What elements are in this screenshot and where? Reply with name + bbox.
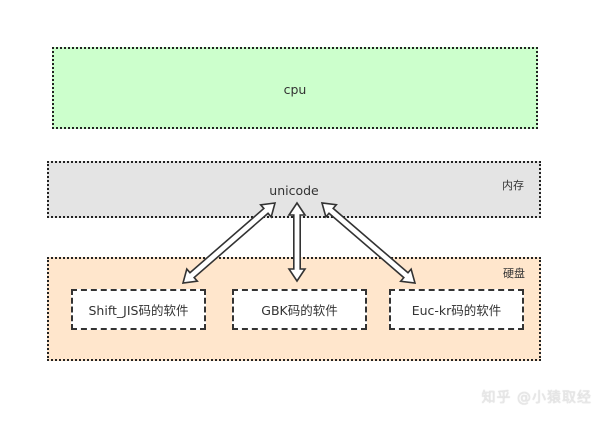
software-label: GBK码的软件 bbox=[261, 303, 338, 318]
software-box-gbk: GBK码的软件 bbox=[232, 289, 367, 330]
cpu-label: cpu bbox=[283, 82, 307, 97]
software-box-euc-kr: Euc-kr码的软件 bbox=[389, 289, 524, 330]
software-label: Shift_JIS码的软件 bbox=[88, 303, 189, 318]
unicode-label: unicode bbox=[269, 183, 319, 198]
memory-layer: unicode 内存 bbox=[47, 161, 541, 218]
disk-corner-label: 硬盘 bbox=[503, 267, 525, 280]
memory-corner-label: 内存 bbox=[502, 179, 524, 192]
cpu-layer: cpu bbox=[52, 47, 538, 129]
software-box-shift-jis: Shift_JIS码的软件 bbox=[71, 289, 206, 330]
software-label: Euc-kr码的软件 bbox=[411, 303, 502, 318]
watermark: 知乎 @小猿取经 bbox=[481, 390, 592, 406]
